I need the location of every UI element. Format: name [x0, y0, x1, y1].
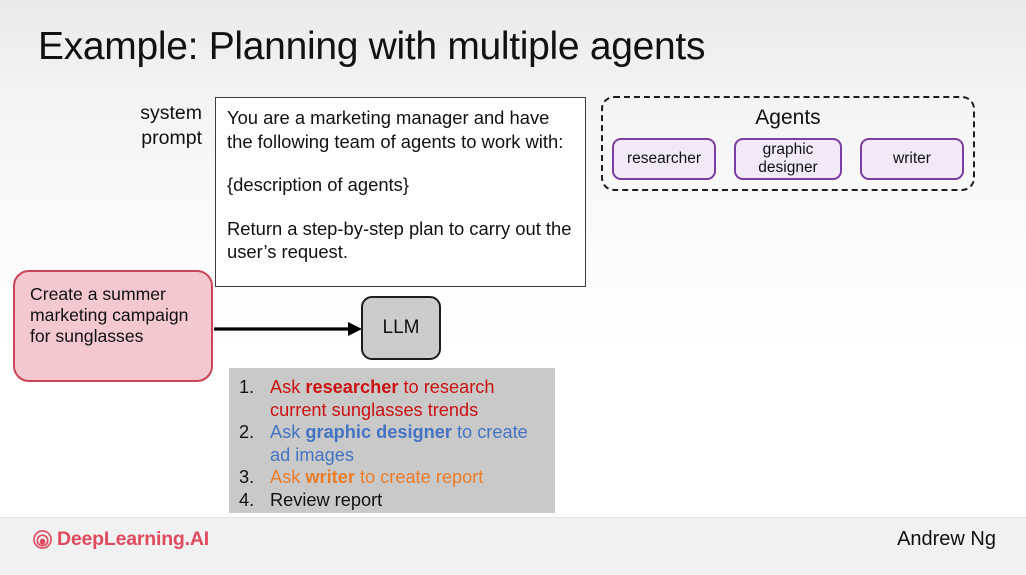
plan-step-2-text: Ask graphic designer to create ad images	[270, 421, 547, 466]
plan-step-3-suffix: to create report	[354, 467, 484, 487]
system-prompt-label-line2: prompt	[141, 127, 202, 149]
flow-arrow-icon	[214, 322, 362, 336]
system-prompt-content: You are a marketing manager and have the…	[216, 98, 585, 264]
agent-chip-writer-label: writer	[893, 150, 931, 167]
plan-step-3-prefix: Ask	[270, 467, 306, 487]
plan-step-4: 4. Review report	[239, 489, 547, 512]
agent-chip-graphic-designer-label: graphic designer	[758, 141, 817, 177]
system-prompt-paragraph-2: {description of agents}	[227, 174, 409, 195]
footer-bar	[0, 518, 1026, 575]
plan-step-1-suffix: to research current sunglasses trends	[270, 377, 495, 420]
plan-step-4-number: 4.	[239, 489, 255, 510]
llm-box: LLM	[361, 296, 441, 360]
llm-label: LLM	[382, 317, 420, 338]
system-prompt-label: system prompt	[100, 101, 202, 151]
plan-output-box: 1. Ask researcher to research current su…	[229, 368, 555, 513]
plan-step-4-text: Review report	[270, 489, 383, 510]
brand-logo: DeepLearning.AI	[33, 528, 209, 551]
system-prompt-paragraph-1: You are a marketing manager and have the…	[227, 107, 564, 152]
plan-step-2-agent: graphic designer	[305, 422, 452, 442]
agents-panel: Agents researcher graphic designer write…	[601, 96, 975, 191]
agent-chip-graphic-designer-line2: designer	[758, 159, 818, 176]
plan-step-3-number: 3.	[239, 467, 255, 487]
user-request-box: Create a summer marketing campaign for s…	[13, 270, 213, 382]
footer-divider	[0, 517, 1026, 518]
plan-step-2-suffix: to create ad images	[270, 422, 528, 465]
user-request-text: Create a summer marketing campaign for s…	[30, 284, 189, 346]
plan-step-3-text: Ask writer to create report	[270, 466, 547, 489]
system-prompt-label-line1: system	[140, 102, 202, 124]
plan-step-1-prefix: Ask	[270, 377, 306, 397]
page-title: Example: Planning with multiple agents	[38, 25, 706, 68]
flow-arrow	[212, 309, 364, 349]
plan-step-1-agent: researcher	[305, 377, 399, 397]
deeplearning-spiral-icon	[33, 530, 52, 549]
agent-chip-researcher[interactable]: researcher	[612, 138, 716, 180]
plan-step-2-number: 2.	[239, 422, 255, 442]
agents-chip-row: researcher graphic designer writer	[603, 138, 973, 180]
author-name: Andrew Ng	[897, 528, 996, 550]
agent-chip-graphic-designer-line1: graphic	[762, 141, 814, 158]
spacer	[227, 153, 575, 173]
plan-step-1-text: Ask researcher to research current sungl…	[270, 376, 547, 421]
system-prompt-box: You are a marketing manager and have the…	[215, 97, 586, 287]
brand-name: DeepLearning.AI	[57, 528, 209, 550]
plan-step-1: 1. Ask researcher to research current su…	[239, 376, 547, 421]
agent-chip-researcher-label: researcher	[626, 150, 702, 167]
plan-step-3-agent: writer	[305, 467, 355, 487]
system-prompt-paragraph-3: Return a step-by-step plan to carry out …	[227, 217, 572, 263]
plan-step-3: 3. Ask writer to create report	[239, 466, 547, 489]
agent-chip-writer[interactable]: writer	[860, 138, 964, 180]
plan-step-2-prefix: Ask	[270, 422, 306, 442]
plan-step-1-number: 1.	[239, 377, 255, 397]
agents-panel-title: Agents	[755, 106, 821, 129]
plan-step-2: 2. Ask graphic designer to create ad ima…	[239, 421, 547, 466]
agent-chip-graphic-designer[interactable]: graphic designer	[734, 138, 842, 180]
spacer	[227, 197, 575, 217]
